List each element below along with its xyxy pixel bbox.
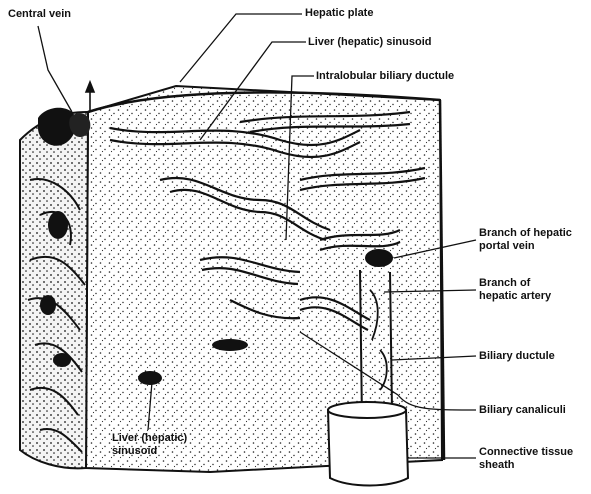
label-hepatic-plate: Hepatic plate: [305, 7, 373, 20]
label-biliary-canaliculi-text: Biliary canaliculi: [479, 404, 566, 417]
leader-hepatic-plate: [180, 14, 302, 82]
label-biliary-ductule: Biliary ductule: [479, 350, 555, 363]
label-hepatic-artery: Branch of hepatic artery: [479, 277, 551, 303]
connective-sheath-shape: [328, 402, 408, 486]
label-central-vein-text: Central vein: [8, 8, 71, 21]
label-portal-vein-line2: portal vein: [479, 240, 572, 253]
label-intralobular-ductule-text: Intralobular biliary ductule: [316, 70, 454, 83]
label-portal-vein-line1: Branch of hepatic: [479, 227, 572, 240]
leader-central-vein: [38, 26, 72, 112]
label-central-vein: Central vein: [8, 8, 71, 21]
label-portal-vein: Branch of hepatic portal vein: [479, 227, 572, 253]
label-hepatic-plate-text: Hepatic plate: [305, 7, 373, 20]
label-intralobular-ductule: Intralobular biliary ductule: [316, 70, 454, 83]
label-liver-sinusoid-top-text: Liver (hepatic) sinusoid: [308, 36, 431, 49]
label-connective-sheath-line2: sheath: [479, 459, 573, 472]
label-liver-sinusoid-bottom: Liver (hepatic) sinusoid: [112, 432, 187, 458]
label-liver-sinusoid-bottom-line2: sinusoid: [112, 445, 187, 458]
label-hepatic-artery-line2: hepatic artery: [479, 290, 551, 303]
label-biliary-canaliculi: Biliary canaliculi: [479, 404, 566, 417]
label-liver-sinusoid-bottom-line1: Liver (hepatic): [112, 432, 187, 445]
label-connective-sheath: Connective tissue sheath: [479, 446, 573, 472]
label-liver-sinusoid-top: Liver (hepatic) sinusoid: [308, 36, 431, 49]
label-biliary-ductule-text: Biliary ductule: [479, 350, 555, 363]
central-vein-arrow: [86, 82, 94, 112]
label-hepatic-artery-line1: Branch of: [479, 277, 551, 290]
label-connective-sheath-line1: Connective tissue: [479, 446, 573, 459]
